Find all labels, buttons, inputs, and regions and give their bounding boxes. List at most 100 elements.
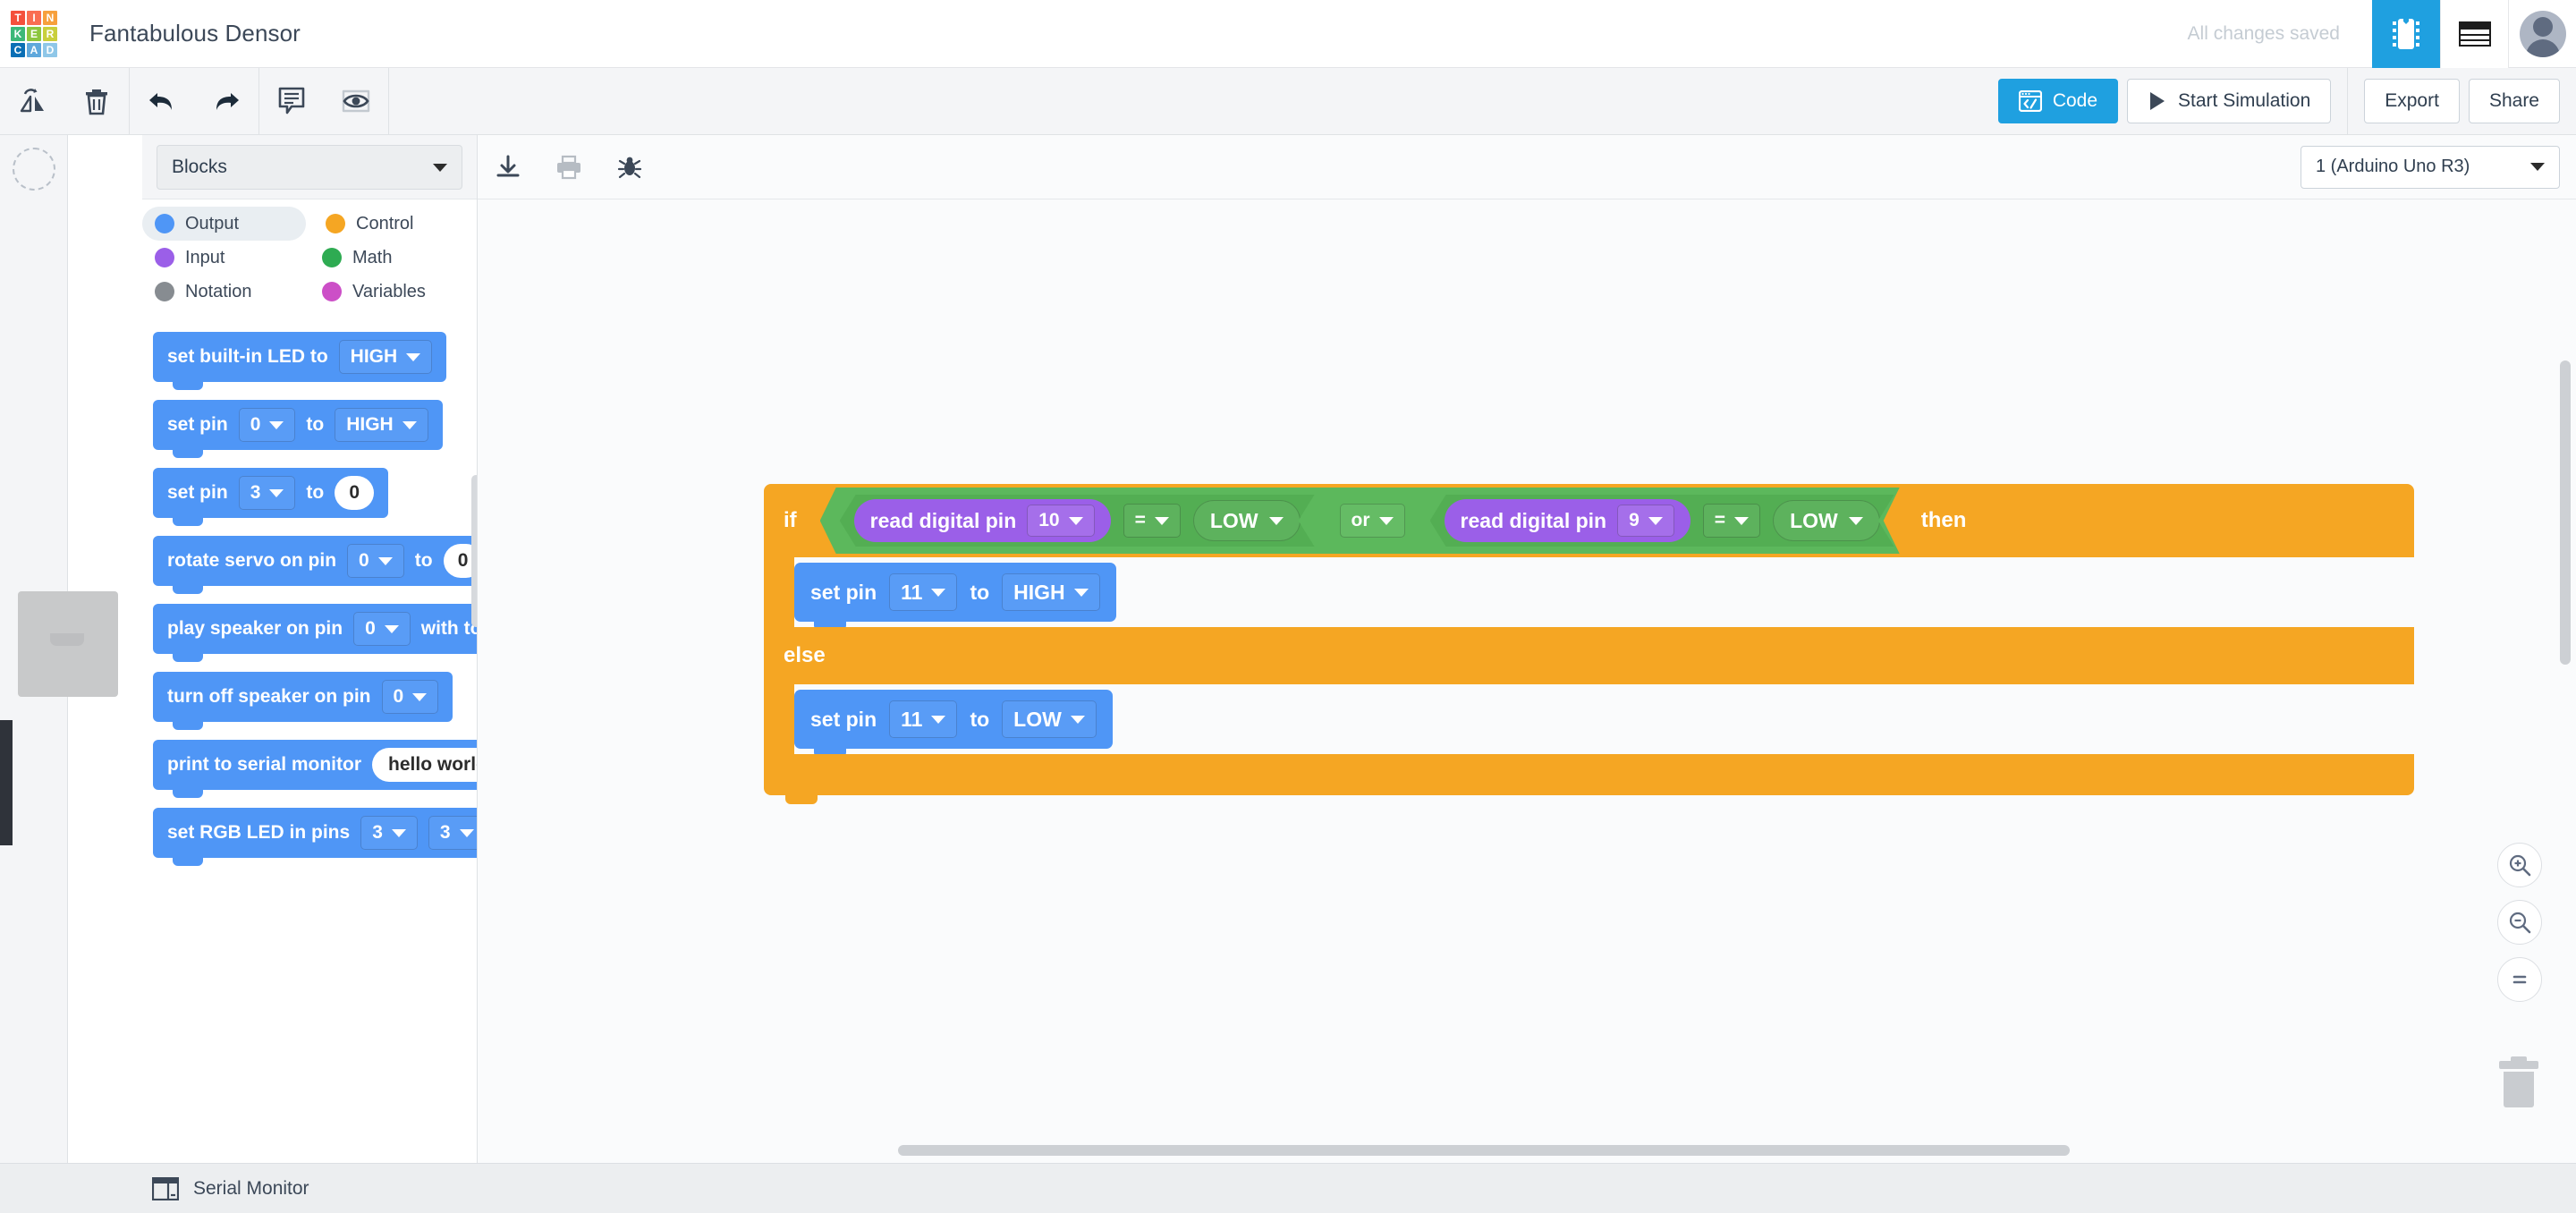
- page-title[interactable]: Fantabulous Densor: [89, 20, 301, 47]
- read-digital-pin-reporter-left[interactable]: read digital pin 10: [854, 499, 1111, 542]
- redo-icon[interactable]: [194, 68, 258, 135]
- comparator-dropdown-right[interactable]: =: [1703, 504, 1760, 538]
- category-item-output[interactable]: Output: [142, 207, 306, 241]
- pin-dropdown-left[interactable]: 10: [1027, 505, 1094, 537]
- dropdown-value: 0: [365, 618, 376, 639]
- value-dropdown-left[interactable]: LOW: [1193, 500, 1301, 541]
- print-icon[interactable]: [538, 135, 599, 199]
- block-text: turn off speaker on pin: [167, 686, 371, 707]
- category-item-control[interactable]: Control: [313, 207, 477, 241]
- if-else-block[interactable]: if read digital pin 10 =: [764, 484, 2414, 804]
- chevron-down-icon: [1070, 715, 1085, 724]
- block-dropdown[interactable]: 0: [238, 408, 296, 442]
- comparator-dropdown-left[interactable]: =: [1123, 504, 1181, 538]
- zoom-in-icon[interactable]: [2497, 843, 2542, 887]
- board-selector[interactable]: 1 (Arduino Uno R3): [2301, 145, 2560, 189]
- turn-off-speaker-block[interactable]: turn off speaker on pin 0: [153, 672, 453, 730]
- category-item-input[interactable]: Input: [142, 241, 309, 275]
- zoom-reset-icon[interactable]: [2497, 957, 2542, 1002]
- block-dropdown[interactable]: 0: [381, 680, 439, 714]
- logo-letter-k: K: [11, 26, 25, 41]
- debug-bug-icon[interactable]: [599, 135, 660, 199]
- else-row[interactable]: else: [764, 627, 2414, 684]
- state-dropdown-else[interactable]: LOW: [1002, 700, 1097, 738]
- start-simulation-button[interactable]: Start Simulation: [2127, 79, 2332, 123]
- canvas-vertical-scrollbar[interactable]: [2560, 361, 2571, 665]
- state-value-else: LOW: [1013, 707, 1062, 731]
- else-slot[interactable]: set pin 11 to LOW: [794, 684, 2414, 758]
- dropdown-value: 0: [250, 414, 261, 435]
- value-dropdown-right[interactable]: LOW: [1773, 500, 1880, 541]
- comparison-block-left[interactable]: read digital pin 10 = LOW: [840, 495, 1315, 547]
- delete-icon[interactable]: [64, 68, 129, 135]
- share-button[interactable]: Share: [2468, 79, 2560, 123]
- state-dropdown-then[interactable]: HIGH: [1002, 573, 1100, 611]
- selection-tool-icon[interactable]: [13, 148, 55, 191]
- block-dropdown[interactable]: 0: [347, 544, 404, 578]
- chevron-down-icon: [1073, 588, 1089, 597]
- block-canvas[interactable]: if read digital pin 10 =: [478, 199, 2576, 1163]
- comparison-block-right[interactable]: read digital pin 9 = LOW: [1430, 495, 1894, 547]
- block-text: print to serial monitor: [167, 754, 362, 775]
- components-list-icon[interactable]: [2440, 0, 2508, 68]
- palette-block-wrapper: rotate servo on pin0to0degrees: [153, 536, 477, 594]
- block-dropdown[interactable]: 3: [428, 816, 477, 850]
- set-rgb-led-block[interactable]: set RGB LED in pins333: [153, 808, 477, 866]
- block-dropdown[interactable]: 0: [353, 612, 411, 646]
- logo-letter-a: A: [27, 42, 41, 57]
- then-slot[interactable]: set pin 11 to HIGH: [794, 557, 2414, 631]
- category-item-math[interactable]: Math: [309, 241, 477, 275]
- or-operator-block[interactable]: read digital pin 10 = LOW: [820, 488, 1900, 554]
- rotate-icon[interactable]: [0, 68, 64, 135]
- undo-icon[interactable]: [130, 68, 194, 135]
- if-header-row[interactable]: if read digital pin 10 =: [764, 484, 2414, 557]
- set-pin-block-else[interactable]: set pin 11 to LOW: [794, 690, 1113, 758]
- scrollbar-thumb[interactable]: [898, 1145, 2070, 1156]
- circuit-board-icon[interactable]: [2372, 0, 2440, 68]
- rotate-servo-block[interactable]: rotate servo on pin0to0degrees: [153, 536, 477, 594]
- pin-dropdown-then[interactable]: 11: [889, 573, 958, 611]
- category-item-notation[interactable]: Notation: [142, 275, 309, 309]
- block-text-input[interactable]: hello world: [372, 748, 477, 782]
- canvas-horizontal-scrollbar[interactable]: [478, 1145, 2576, 1156]
- header-right-group: All changes saved: [2188, 0, 2576, 68]
- dragged-block-ghost[interactable]: [18, 591, 118, 697]
- block-dropdown[interactable]: HIGH: [335, 408, 428, 442]
- code-button[interactable]: Code: [1997, 79, 2119, 123]
- zoom-out-icon[interactable]: [2497, 900, 2542, 945]
- trash-icon[interactable]: [2499, 1056, 2538, 1107]
- block-dropdown[interactable]: 3: [360, 816, 418, 850]
- avatar[interactable]: [2508, 0, 2576, 68]
- palette-scrollbar[interactable]: [471, 475, 477, 627]
- block-dropdown[interactable]: 3: [238, 476, 296, 510]
- scrollbar-thumb[interactable]: [2560, 361, 2571, 665]
- pin-dropdown-right[interactable]: 9: [1617, 505, 1674, 537]
- logic-operator-dropdown[interactable]: or: [1340, 504, 1405, 538]
- block-text: set pin: [167, 482, 228, 503]
- export-button[interactable]: Export: [2364, 79, 2460, 123]
- visibility-icon[interactable]: [324, 68, 388, 135]
- category-item-variables[interactable]: Variables: [309, 275, 477, 309]
- serial-monitor-icon[interactable]: [152, 1176, 179, 1200]
- set-pin-block-then[interactable]: set pin 11 to HIGH: [794, 563, 1116, 631]
- category-label: Control: [356, 213, 414, 233]
- read-digital-pin-reporter-right[interactable]: read digital pin 9: [1445, 499, 1690, 542]
- annotation-icon[interactable]: [259, 68, 324, 135]
- download-icon[interactable]: [478, 135, 538, 199]
- play-icon: [2150, 92, 2165, 110]
- block-number-input[interactable]: 0: [443, 544, 477, 578]
- left-rail: [0, 135, 118, 1163]
- pin-dropdown-else[interactable]: 11: [889, 700, 958, 738]
- blocks-mode-select[interactable]: Blocks: [157, 145, 462, 190]
- block-number-input[interactable]: 0: [335, 476, 375, 510]
- block-dropdown[interactable]: HIGH: [338, 340, 433, 374]
